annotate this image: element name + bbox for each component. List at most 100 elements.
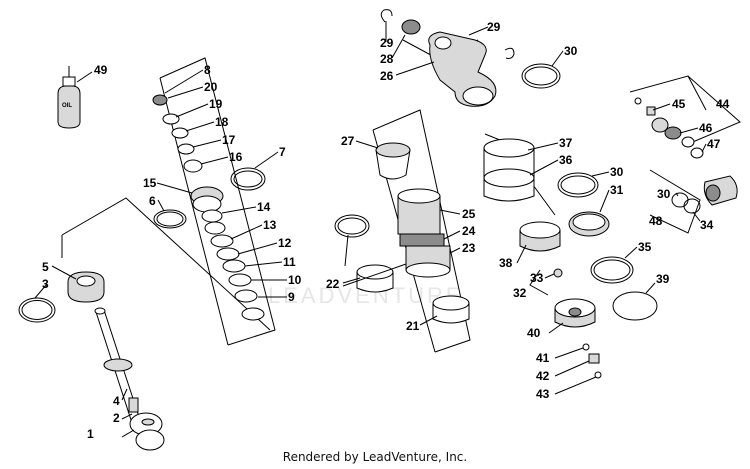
callout-35: 35	[638, 240, 652, 254]
callout-18: 18	[215, 115, 229, 129]
callout-15: 15	[143, 176, 157, 190]
shim-2	[204, 221, 226, 235]
adjuster-seal-46	[681, 136, 695, 148]
washer-19	[162, 113, 180, 125]
leader-39	[645, 282, 656, 294]
leader-2	[121, 413, 133, 420]
callout-38: 38	[499, 256, 513, 270]
leader-19	[175, 103, 209, 118]
callout-48: 48	[649, 214, 663, 228]
leader-45	[652, 103, 671, 111]
callout-44: 44	[716, 97, 730, 111]
reservoir-cylinder-top	[483, 138, 535, 158]
leader-4	[121, 388, 128, 401]
callout-20: 20	[204, 80, 218, 94]
callout-22: 22	[326, 277, 340, 291]
callout-11: 11	[283, 255, 296, 269]
adjuster-disc-part	[664, 126, 682, 140]
oring-reservoir-part	[557, 172, 599, 198]
callout-26: 26	[380, 69, 394, 83]
leader-49	[76, 71, 93, 83]
detent-spring	[646, 106, 656, 116]
callout-13: 13	[263, 218, 277, 232]
leader-3b	[344, 234, 349, 267]
callout-49: 49	[94, 63, 108, 77]
callout-40: 40	[527, 326, 541, 340]
leader-7	[254, 151, 279, 169]
leader-6	[157, 199, 165, 212]
leader-42	[554, 360, 590, 377]
callout-41: 41	[536, 351, 550, 365]
callout-32: 32	[513, 286, 527, 300]
callout-7: 7	[279, 145, 286, 159]
shaft-thread	[128, 397, 139, 413]
o-ring-part	[18, 297, 56, 323]
shim-7	[234, 289, 258, 303]
leader-22a	[342, 277, 361, 284]
piston-ring-inner	[156, 211, 184, 227]
callout-29-left: 29	[380, 36, 394, 50]
leader-27	[355, 140, 379, 149]
eyelet-body	[135, 429, 165, 451]
leader-38	[516, 244, 527, 264]
leader-31	[599, 189, 610, 213]
body-bracket	[372, 109, 471, 353]
leader-14	[221, 206, 257, 214]
oring-30c-part	[671, 192, 689, 208]
leader-46	[679, 127, 699, 134]
piston-base	[192, 195, 222, 213]
adjuster-bracket	[629, 75, 741, 145]
bracket-32	[529, 269, 549, 296]
callout-21: 21	[406, 319, 420, 333]
callout-4: 4	[113, 394, 120, 408]
bump-stop-hole	[76, 275, 96, 287]
shaft-end	[94, 307, 106, 315]
shim-8	[241, 307, 265, 321]
leader-22b	[342, 263, 407, 287]
piston-oring-inner	[233, 170, 263, 188]
callout-23: 23	[462, 241, 476, 255]
leader-30a	[551, 50, 564, 67]
callout-31: 31	[610, 183, 624, 197]
callout-17: 17	[222, 133, 236, 147]
oring-34-part	[683, 198, 701, 214]
leader-47	[701, 143, 707, 153]
callout-39: 39	[656, 272, 670, 286]
leader-3a	[34, 283, 48, 299]
leader-34	[692, 211, 701, 222]
callout-30-adjuster: 30	[657, 187, 671, 201]
o-ring-center	[334, 214, 370, 238]
oring-top-inner	[524, 66, 558, 86]
leader-30b	[591, 171, 610, 177]
leader-23	[449, 247, 461, 254]
leader-35	[624, 246, 638, 259]
shim-1	[201, 209, 223, 223]
nut-part	[152, 94, 168, 106]
shim-3	[210, 234, 234, 248]
adjuster-bracket-44	[687, 75, 707, 111]
reservoir-head-eye	[434, 36, 452, 50]
callout-25: 25	[462, 207, 476, 221]
leader-37	[527, 142, 559, 151]
leader-15	[156, 182, 193, 194]
shim-6	[228, 273, 252, 287]
callout-14: 14	[257, 200, 271, 214]
callout-33: 33	[530, 271, 544, 285]
leader-11	[244, 261, 283, 267]
leader-12	[237, 242, 278, 255]
leader-36	[529, 159, 559, 176]
adjuster-seal-47	[690, 147, 704, 159]
adjuster-knob-part	[651, 117, 669, 133]
leader-43	[554, 376, 597, 395]
leader-17	[192, 139, 222, 148]
leader-28	[391, 34, 406, 59]
washer-18	[171, 127, 189, 139]
shim-4	[216, 247, 240, 261]
o-ring-center-inner	[337, 217, 367, 235]
adjuster-ring-part	[399, 233, 445, 247]
callout-1: 1	[87, 427, 94, 441]
leader-20	[167, 86, 204, 99]
oring-35-inner	[593, 259, 631, 281]
